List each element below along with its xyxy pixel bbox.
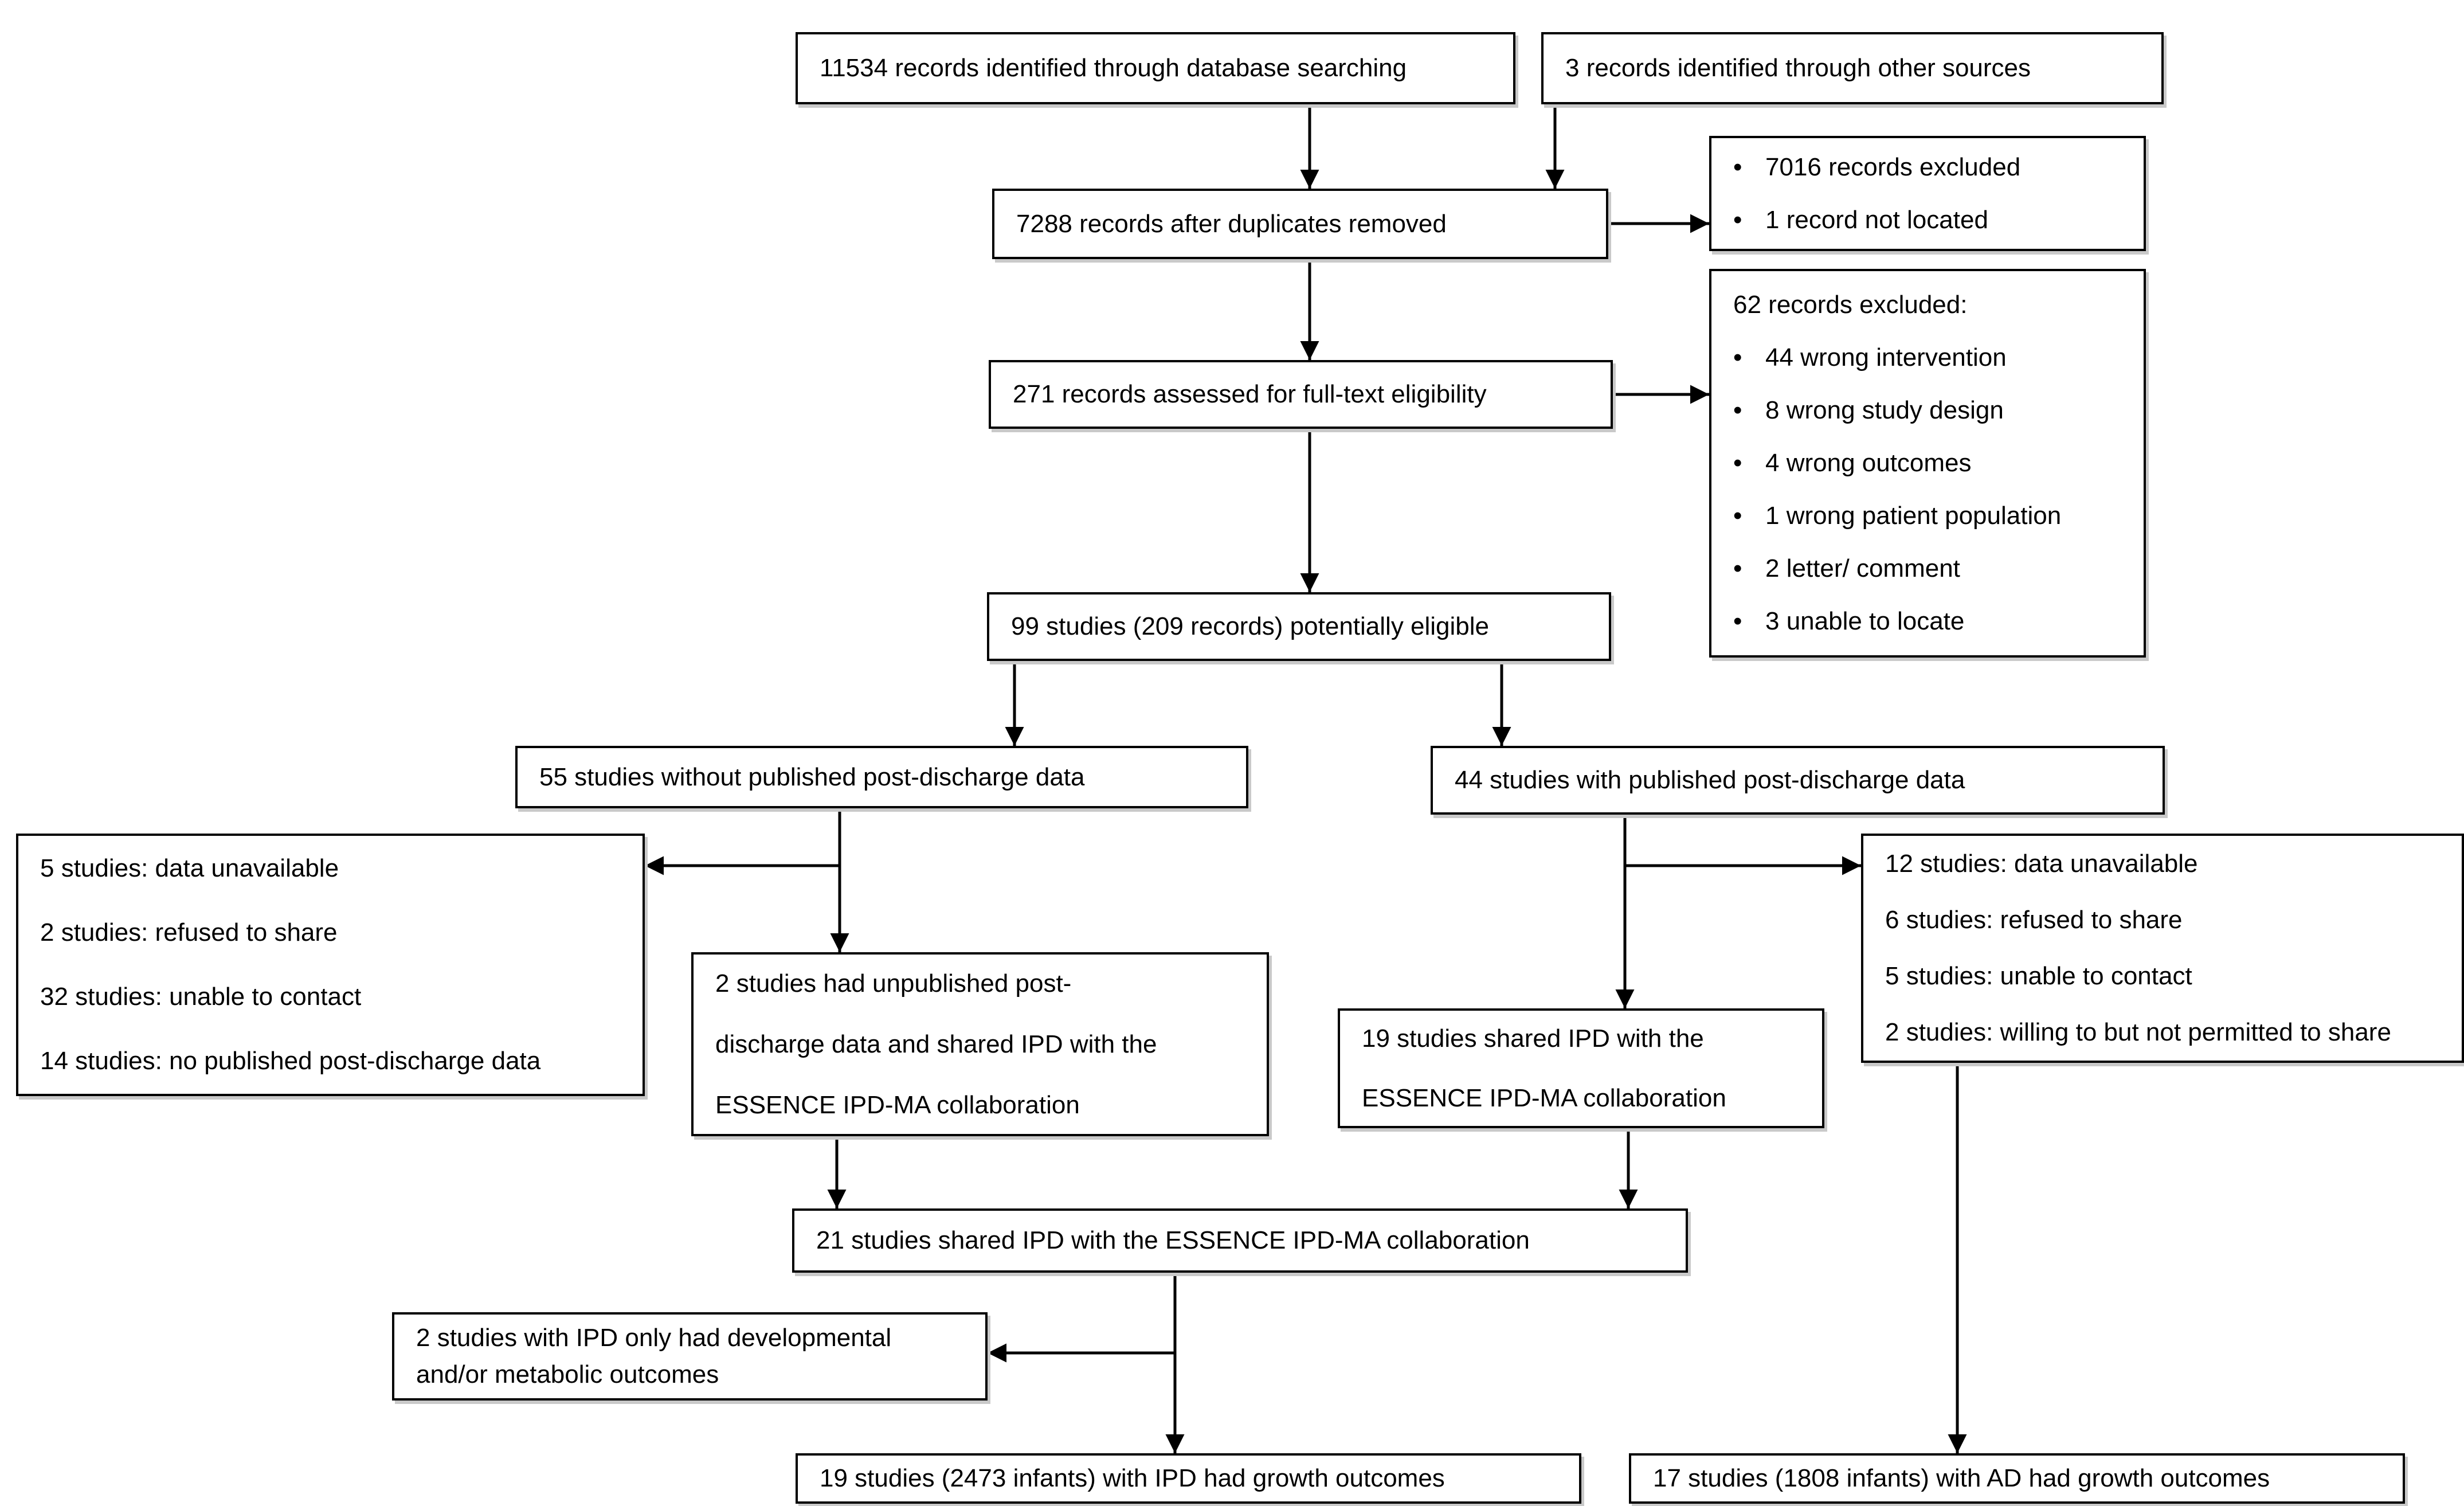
- box-records-after-duplicates: 7288 records after duplicates removed: [992, 189, 1608, 259]
- bullet-icon: •: [1733, 205, 1742, 234]
- excluded-item: •3 unable to locate: [1733, 595, 2128, 648]
- box-records-database-search: 11534 records identified through databas…: [796, 32, 1515, 104]
- excluded-item: •1 wrong patient population: [1733, 490, 2128, 542]
- bullet-icon: •: [1733, 396, 1742, 424]
- box-text: 21 studies shared IPD with the ESSENCE I…: [816, 1226, 1530, 1255]
- box-text: 44 studies with published post-discharge…: [1455, 766, 1965, 795]
- bullet-icon: •: [1733, 449, 1742, 477]
- box-fulltext-excluded: 62 records excluded: •44 wrong intervent…: [1709, 269, 2146, 658]
- bullet-icon: •: [1733, 607, 1742, 635]
- excluded-item: 12 studies: data unavailable: [1885, 850, 2198, 878]
- bullet-icon: •: [1733, 502, 1742, 530]
- box-studies-ad-growth-outcomes: 17 studies (1808 infants) with AD had gr…: [1629, 1453, 2405, 1504]
- box-text-line: 19 studies shared IPD with the: [1362, 1024, 1704, 1053]
- excluded-item: •8 wrong study design: [1733, 384, 2128, 437]
- excluded-item: 5 studies: unable to contact: [1885, 962, 2192, 990]
- bullet-icon: •: [1733, 554, 1742, 582]
- excluded-item: 2 studies: refused to share: [40, 918, 338, 946]
- box-studies-published-shared-ipd: 19 studies shared IPD with the ESSENCE I…: [1338, 1008, 1824, 1128]
- box-text: 17 studies (1808 infants) with AD had gr…: [1653, 1464, 2270, 1493]
- box-records-fulltext-assessed: 271 records assessed for full-text eligi…: [989, 360, 1613, 429]
- box-records-other-sources: 3 records identified through other sourc…: [1541, 32, 2164, 104]
- box-studies-ipd-other-outcomes: 2 studies with IPD only had developmenta…: [392, 1312, 988, 1401]
- box-studies-with-published-data: 44 studies with published post-discharge…: [1431, 746, 2165, 815]
- box-duplicates-excluded: •7016 records excluded •1 record not loc…: [1709, 136, 2146, 251]
- box-text: 7288 records after duplicates removed: [1016, 209, 1447, 238]
- box-text-line: 2 studies had unpublished post-: [715, 969, 1072, 998]
- excluded-item: 6 studies: refused to share: [1885, 906, 2183, 934]
- box-studies-ipd-growth-outcomes: 19 studies (2473 infants) with IPD had g…: [796, 1453, 1581, 1504]
- excluded-item: •1 record not located: [1733, 194, 2128, 247]
- box-text: 55 studies without published post-discha…: [539, 762, 1085, 791]
- box-text-line: and/or metabolic outcomes: [416, 1360, 719, 1388]
- bullet-icon: •: [1733, 343, 1742, 371]
- box-studies-potentially-eligible: 99 studies (209 records) potentially eli…: [987, 592, 1611, 661]
- box-text: 11534 records identified through databas…: [820, 54, 1407, 83]
- box-studies-total-shared-ipd: 21 studies shared IPD with the ESSENCE I…: [792, 1208, 1688, 1273]
- excluded-item: •4 wrong outcomes: [1733, 437, 2128, 490]
- bullet-icon: •: [1733, 152, 1742, 181]
- excluded-item: •44 wrong intervention: [1733, 331, 2128, 384]
- excluded-item: 14 studies: no published post-discharge …: [40, 1047, 541, 1075]
- box-text-line: 2 studies with IPD only had developmenta…: [416, 1324, 892, 1352]
- box-excluded-with-published: 12 studies: data unavailable 6 studies: …: [1861, 834, 2464, 1063]
- box-text: 19 studies (2473 infants) with IPD had g…: [820, 1464, 1445, 1493]
- box-excluded-without-published: 5 studies: data unavailable 2 studies: r…: [16, 834, 645, 1096]
- box-text-line: ESSENCE IPD-MA collaboration: [1362, 1083, 1726, 1112]
- box-text: 271 records assessed for full-text eligi…: [1013, 380, 1487, 409]
- excluded-item: 5 studies: data unavailable: [40, 854, 339, 882]
- excluded-title: 62 records excluded:: [1733, 291, 1968, 319]
- excluded-item: 2 studies: willing to but not permitted …: [1885, 1018, 2391, 1046]
- excluded-item: 32 studies: unable to contact: [40, 983, 362, 1011]
- box-studies-unpublished-shared-ipd: 2 studies had unpublished post- discharg…: [691, 952, 1269, 1136]
- excluded-item: •7016 records excluded: [1733, 141, 2128, 194]
- box-text: 3 records identified through other sourc…: [1565, 54, 2031, 83]
- box-text: 99 studies (209 records) potentially eli…: [1011, 612, 1490, 641]
- box-text-line: discharge data and shared IPD with the: [715, 1030, 1157, 1058]
- box-text-line: ESSENCE IPD-MA collaboration: [715, 1090, 1080, 1119]
- box-studies-without-published-data: 55 studies without published post-discha…: [515, 746, 1248, 808]
- excluded-item: •2 letter/ comment: [1733, 542, 2128, 595]
